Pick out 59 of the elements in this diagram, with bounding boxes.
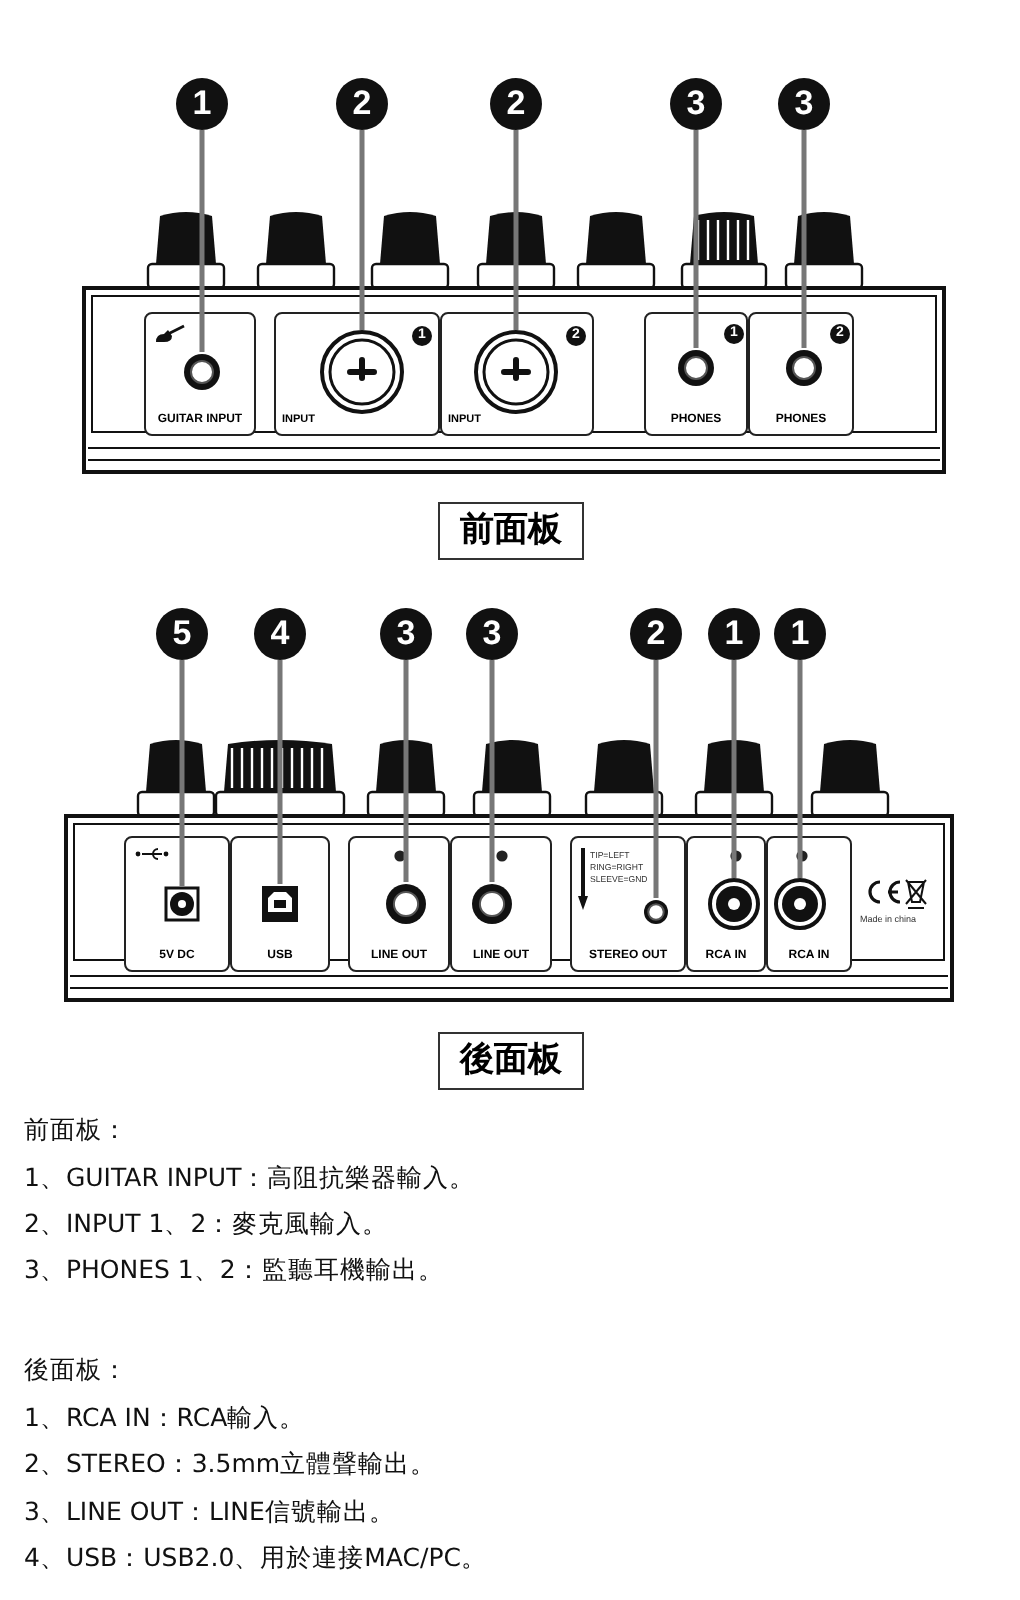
description-line: 前面板：: [24, 1114, 128, 1148]
jack-panel-section: [766, 836, 852, 972]
leader-line: [179, 660, 185, 886]
dc-socket: [163, 885, 199, 921]
callout-number: 3: [778, 78, 830, 130]
leader-line: [277, 660, 283, 884]
jack-socket: [383, 881, 427, 925]
callout-number: 1: [708, 608, 760, 660]
description-line: 3、LINE OUT：LINE信號輸出。: [24, 1496, 395, 1530]
leader-line: [693, 130, 699, 348]
description-line: 1、GUITAR INPUT：高阻抗樂器輸入。: [24, 1162, 476, 1196]
description-line: 1、RCA IN：RCA輸入。: [24, 1402, 306, 1436]
jack-panel-section: [230, 836, 330, 972]
jack-panel-section: [144, 312, 256, 436]
callout-number: 1: [774, 608, 826, 660]
xlr-socket: [473, 329, 557, 413]
jack-socket: [675, 347, 715, 387]
jack-panel-section: [686, 836, 766, 972]
jack-socket: [783, 347, 823, 387]
callout-number: 3: [670, 78, 722, 130]
leader-line: [199, 130, 205, 352]
leader-line: [403, 660, 409, 882]
description-line: 4、USB：USB2.0、用於連接MAC/PC。: [24, 1542, 487, 1576]
leader-line: [359, 130, 365, 330]
callout-number: 2: [490, 78, 542, 130]
jack-socket: [641, 897, 669, 925]
leader-line: [489, 660, 495, 882]
rca-socket: [707, 877, 759, 929]
panel-title-box: 前面板: [438, 502, 584, 560]
leader-line: [513, 130, 519, 330]
leader-line: [797, 660, 803, 878]
description-line: 2、STEREO：3.5mm立體聲輸出。: [24, 1448, 437, 1482]
jack-panel-section: [748, 312, 854, 436]
jack-socket: [469, 881, 513, 925]
leader-line: [653, 660, 659, 898]
callout-number: 3: [466, 608, 518, 660]
jack-panel-section: [124, 836, 230, 972]
panel-title-box: 後面板: [438, 1032, 584, 1090]
jack-panel-section: [450, 836, 552, 972]
description-line: 3、PHONES 1、2：監聽耳機輸出。: [24, 1254, 444, 1288]
jack-panel-section: [440, 312, 594, 436]
xlr-socket: [319, 329, 403, 413]
leader-line: [731, 660, 737, 878]
jack-socket: [181, 351, 221, 391]
callout-number: 1: [176, 78, 228, 130]
usb-port: [259, 883, 299, 923]
callout-number: 5: [156, 608, 208, 660]
description-line: 2、INPUT 1、2：麥克風輸入。: [24, 1208, 389, 1242]
callout-number: 4: [254, 608, 306, 660]
jack-panel-section: [274, 312, 440, 436]
description-line: 後面板：: [24, 1354, 128, 1388]
leader-line: [801, 130, 807, 348]
callout-number: 2: [336, 78, 388, 130]
jack-panel-section: [570, 836, 686, 972]
jack-panel-section: [644, 312, 748, 436]
jack-panel-section: [348, 836, 450, 972]
rca-socket: [773, 877, 825, 929]
callout-number: 2: [630, 608, 682, 660]
callout-number: 3: [380, 608, 432, 660]
